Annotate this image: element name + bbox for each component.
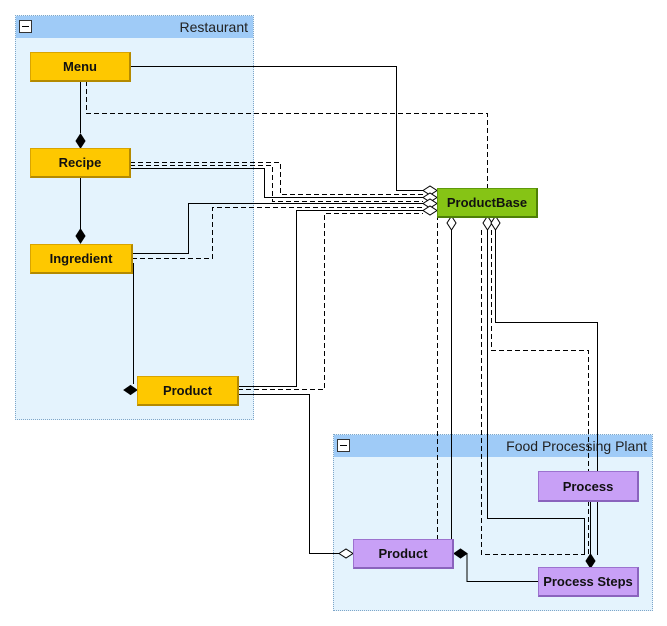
productbase-processsteps-link-b xyxy=(495,230,598,555)
menu-productbase-dashed xyxy=(86,81,488,192)
ingredient-productbase-dashed xyxy=(132,207,423,259)
menu-productbase-link xyxy=(130,66,423,191)
recipe-productbase-dashed-a xyxy=(130,162,423,195)
plant-product-node[interactable]: Product xyxy=(353,539,454,569)
ingredient-node[interactable]: Ingredient xyxy=(30,244,133,274)
ingredient-node-label: Ingredient xyxy=(49,251,113,266)
productbase-agg-diamond-5 xyxy=(446,215,457,231)
restaurant-group-title: Restaurant xyxy=(179,19,248,35)
restaurant-group-header: Restaurant xyxy=(16,16,253,38)
process-processsteps-diamond xyxy=(585,553,596,569)
productbase-processsteps-dashed-b xyxy=(491,230,589,555)
process-node[interactable]: Process xyxy=(538,471,639,502)
ingredient-productbase-link xyxy=(132,203,423,254)
recipe-productbase-dashed-b xyxy=(130,165,423,202)
recipe-node[interactable]: Recipe xyxy=(30,148,131,178)
plant-group-header: Food Processing Plant xyxy=(334,435,652,457)
productbase-processsteps-link-a xyxy=(487,230,585,555)
rproduct-pproduct-link xyxy=(238,394,339,554)
restaurant-collapse-button[interactable] xyxy=(19,20,32,33)
recipe-node-label: Recipe xyxy=(58,155,102,170)
pproduct-agg-diamond xyxy=(338,548,354,559)
ingredient-product-diamond xyxy=(123,384,138,396)
process-steps-node[interactable]: Process Steps xyxy=(538,567,639,597)
productbase-agg-diamond-6 xyxy=(482,215,493,231)
productbase-agg-diamond-4 xyxy=(422,205,438,216)
restaurant-product-node[interactable]: Product xyxy=(137,376,239,406)
plant-collapse-button[interactable] xyxy=(337,439,350,452)
pproduct-processsteps-link xyxy=(466,553,538,582)
process-steps-node-label: Process Steps xyxy=(543,574,633,589)
rproduct-productbase-dashed xyxy=(238,213,423,390)
restaurant-group: Restaurant xyxy=(15,15,254,420)
productbase-node-label: ProductBase xyxy=(446,195,528,210)
ingredient-product-link xyxy=(132,263,134,384)
recipe-productbase-link xyxy=(130,168,423,198)
plant-group-title: Food Processing Plant xyxy=(506,438,647,454)
recipe-ingredient-diamond xyxy=(75,228,86,244)
productbase-agg-diamond-7 xyxy=(490,215,501,231)
menu-node[interactable]: Menu xyxy=(30,52,131,82)
productbase-node[interactable]: ProductBase xyxy=(437,188,538,218)
plant-product-node-label: Product xyxy=(378,546,428,561)
process-node-label: Process xyxy=(562,478,614,494)
menu-node-label: Menu xyxy=(63,59,97,74)
rproduct-productbase-link xyxy=(238,210,423,387)
restaurant-product-node-label: Product xyxy=(162,383,213,398)
productbase-processsteps-dashed-a xyxy=(481,230,585,555)
pproduct-processsteps-diamond xyxy=(453,548,468,559)
menu-recipe-diamond xyxy=(75,133,86,149)
